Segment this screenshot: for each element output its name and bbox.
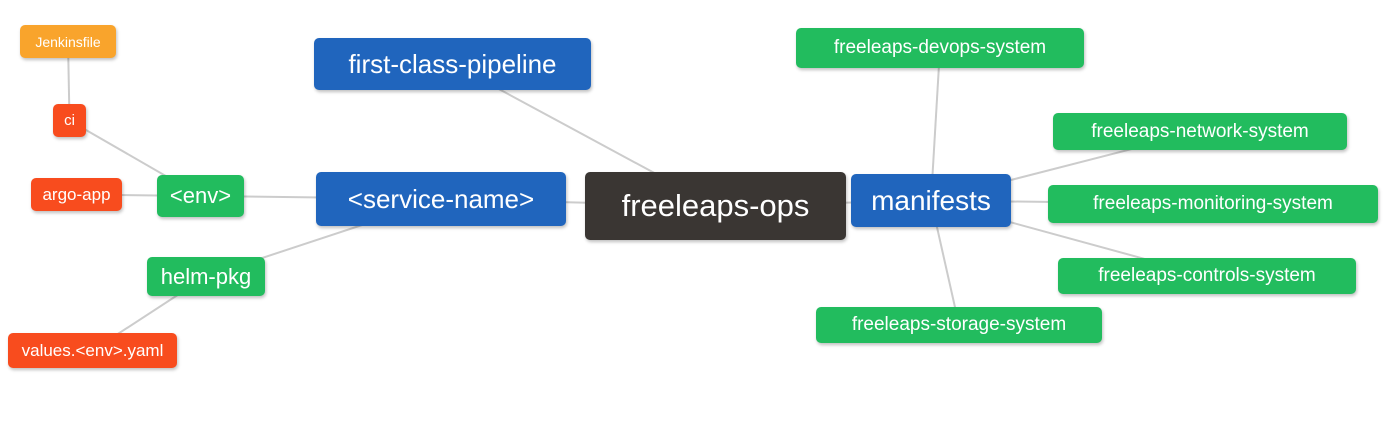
node-freeleaps-ops[interactable]: freeleaps-ops — [585, 172, 846, 240]
node-freeleaps-network-system[interactable]: freeleaps-network-system — [1053, 113, 1347, 150]
node-first-class-pipeline[interactable]: first-class-pipeline — [314, 38, 591, 90]
node-values-env-yaml[interactable]: values.<env>.yaml — [8, 333, 177, 368]
node-freeleaps-devops-system[interactable]: freeleaps-devops-system — [796, 28, 1084, 68]
node-argo-app[interactable]: argo-app — [31, 178, 122, 211]
node-service-name[interactable]: <service-name> — [316, 172, 566, 226]
node-freeleaps-storage-system[interactable]: freeleaps-storage-system — [816, 307, 1102, 343]
node-manifests[interactable]: manifests — [851, 174, 1011, 227]
node-env[interactable]: <env> — [157, 175, 244, 217]
node-freeleaps-monitoring-system[interactable]: freeleaps-monitoring-system — [1048, 185, 1378, 223]
node-helm-pkg[interactable]: helm-pkg — [147, 257, 265, 296]
node-jenkinsfile[interactable]: Jenkinsfile — [20, 25, 116, 58]
node-freeleaps-controls-system[interactable]: freeleaps-controls-system — [1058, 258, 1356, 294]
node-ci[interactable]: ci — [53, 104, 86, 137]
